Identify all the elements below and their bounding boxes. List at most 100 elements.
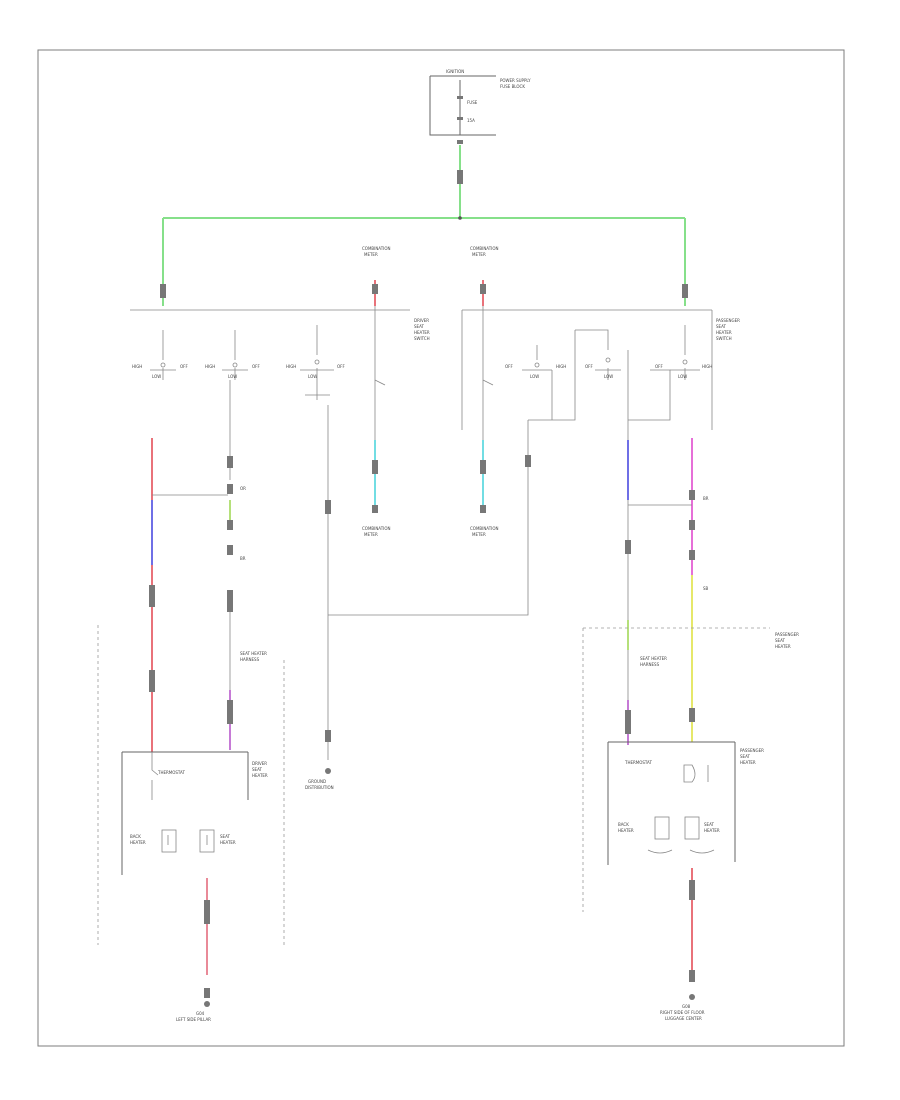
svg-text:THERMOSTAT: THERMOSTAT (624, 760, 652, 765)
svg-text:HEATER: HEATER (252, 773, 268, 778)
svg-text:COMBINATION: COMBINATION (470, 246, 499, 251)
passenger-heater-wires: BR SB SEAT HEATER HARNESS (625, 438, 709, 745)
svg-text:HIGH: HIGH (556, 364, 566, 369)
svg-text:METER: METER (472, 252, 486, 257)
svg-text:BR: BR (240, 556, 246, 561)
svg-text:G04: G04 (196, 1011, 205, 1016)
svg-text:FUSE: FUSE (467, 100, 478, 105)
svg-text:DRIVER: DRIVER (252, 761, 267, 766)
thermostat-icon (151, 752, 159, 800)
svg-text:LOW: LOW (678, 374, 687, 379)
combination-meter-feeds: COMBINATION METER COMBINATION METER COMB… (362, 246, 499, 537)
svg-text:GROUND: GROUND (308, 779, 326, 784)
svg-text:FUSE BLOCK: FUSE BLOCK (500, 84, 525, 89)
svg-text:COMBINATION: COMBINATION (362, 526, 391, 531)
svg-text:METER: METER (364, 252, 378, 257)
svg-text:SB: SB (703, 586, 709, 591)
svg-text:IGNITION: IGNITION (446, 69, 464, 74)
svg-text:SEAT: SEAT (740, 754, 750, 759)
svg-text:COMBINATION: COMBINATION (362, 246, 391, 251)
svg-text:LOW: LOW (152, 374, 161, 379)
driver-seat-heater: THERMOSTAT BACK HEATER SEAT HEATER DRIVE… (121, 751, 268, 1022)
svg-text:PASSENGER: PASSENGER (740, 748, 764, 753)
svg-text:HEATER: HEATER (716, 330, 732, 335)
ground-icon (325, 768, 331, 774)
svg-text:SEAT: SEAT (716, 324, 726, 329)
svg-text:LOW: LOW (308, 374, 317, 379)
passenger-seat-heater: THERMOSTAT BACK HEATER SEAT HEATER PASSE… (607, 741, 764, 1021)
svg-text:THERMOSTAT: THERMOSTAT (157, 770, 185, 775)
svg-text:LOW: LOW (228, 374, 237, 379)
svg-text:HEATER: HEATER (130, 840, 146, 845)
svg-text:LOW: LOW (530, 374, 539, 379)
svg-text:HIGH: HIGH (702, 364, 712, 369)
svg-text:HEATER: HEATER (220, 840, 236, 845)
switch-labels: HIGH OFF HIGH OFF HIGH OFF OFF HIGH OFF … (132, 318, 740, 379)
switch-icon (522, 345, 553, 420)
svg-text:OFF: OFF (655, 364, 663, 369)
svg-text:METER: METER (472, 532, 486, 537)
svg-text:LUGGAGE CENTER: LUGGAGE CENTER (665, 1016, 702, 1021)
svg-text:HIGH: HIGH (205, 364, 215, 369)
svg-text:SWITCH: SWITCH (414, 336, 430, 341)
driver-heater-wires: OR BR SEAT HEATER HARNESS (149, 380, 267, 752)
heater-icon (161, 829, 215, 853)
svg-text:SEAT: SEAT (775, 638, 785, 643)
svg-text:OFF: OFF (337, 364, 345, 369)
module-leads (130, 309, 713, 430)
svg-text:HEATER: HEATER (618, 828, 634, 833)
svg-text:BACK: BACK (618, 822, 629, 827)
svg-text:DISTRIBUTION: DISTRIBUTION (305, 785, 334, 790)
switch-icon (300, 325, 334, 400)
svg-text:PASSENGER: PASSENGER (775, 632, 799, 637)
svg-text:BR: BR (703, 496, 709, 501)
svg-text:LEFT SIDE PILLAR: LEFT SIDE PILLAR (176, 1017, 211, 1022)
svg-text:POWER SUPPLY: POWER SUPPLY (500, 78, 531, 83)
svg-text:OFF: OFF (585, 364, 593, 369)
passenger-switch-module (522, 325, 700, 440)
switch-icon (670, 325, 700, 380)
heater-icon (647, 816, 715, 854)
switch-icon (150, 330, 176, 380)
svg-text:DRIVER: DRIVER (414, 318, 429, 323)
svg-text:15A: 15A (467, 118, 475, 123)
ground-icon (689, 994, 695, 1000)
svg-text:SEAT: SEAT (252, 767, 262, 772)
svg-text:G08: G08 (682, 1004, 691, 1009)
driver-switch-module (150, 325, 334, 400)
ground-icon (204, 1001, 210, 1007)
svg-text:SEAT HEATER: SEAT HEATER (240, 651, 267, 656)
green-feed-wire (160, 145, 688, 306)
svg-text:SEAT: SEAT (414, 324, 424, 329)
svg-text:HARNESS: HARNESS (240, 657, 260, 662)
svg-text:OFF: OFF (505, 364, 513, 369)
diagram-frame (37, 49, 845, 1047)
svg-text:RIGHT SIDE OF FLOOR: RIGHT SIDE OF FLOOR (660, 1010, 705, 1015)
svg-text:HIGH: HIGH (286, 364, 296, 369)
section-borders: PASSENGER SEAT HEATER (97, 625, 799, 945)
svg-text:HARNESS: HARNESS (640, 662, 660, 667)
switch-ground-wire: GROUND DISTRIBUTION (305, 405, 531, 790)
svg-text:COMBINATION: COMBINATION (470, 526, 499, 531)
svg-text:OFF: OFF (252, 364, 260, 369)
svg-text:SEAT: SEAT (704, 822, 714, 827)
switch-icon (222, 330, 248, 380)
svg-text:METER: METER (364, 532, 378, 537)
svg-text:HEATER: HEATER (775, 644, 791, 649)
switch-icon (595, 357, 621, 380)
svg-text:SWITCH: SWITCH (716, 336, 732, 341)
svg-text:HIGH: HIGH (132, 364, 142, 369)
svg-text:HEATER: HEATER (704, 828, 720, 833)
svg-text:OR: OR (240, 486, 246, 491)
svg-text:LOW: LOW (604, 374, 613, 379)
thermostat-icon (683, 764, 709, 783)
svg-text:HEATER: HEATER (414, 330, 430, 335)
svg-text:PASSENGER: PASSENGER (716, 318, 740, 323)
svg-text:SEAT HEATER: SEAT HEATER (640, 656, 667, 661)
svg-text:HEATER: HEATER (740, 760, 756, 765)
power-supply-box: IGNITION POWER SUPPLY FUSE BLOCK FUSE 15… (429, 69, 531, 144)
svg-text:SEAT: SEAT (220, 834, 230, 839)
svg-text:BACK: BACK (130, 834, 141, 839)
svg-text:OFF: OFF (180, 364, 188, 369)
